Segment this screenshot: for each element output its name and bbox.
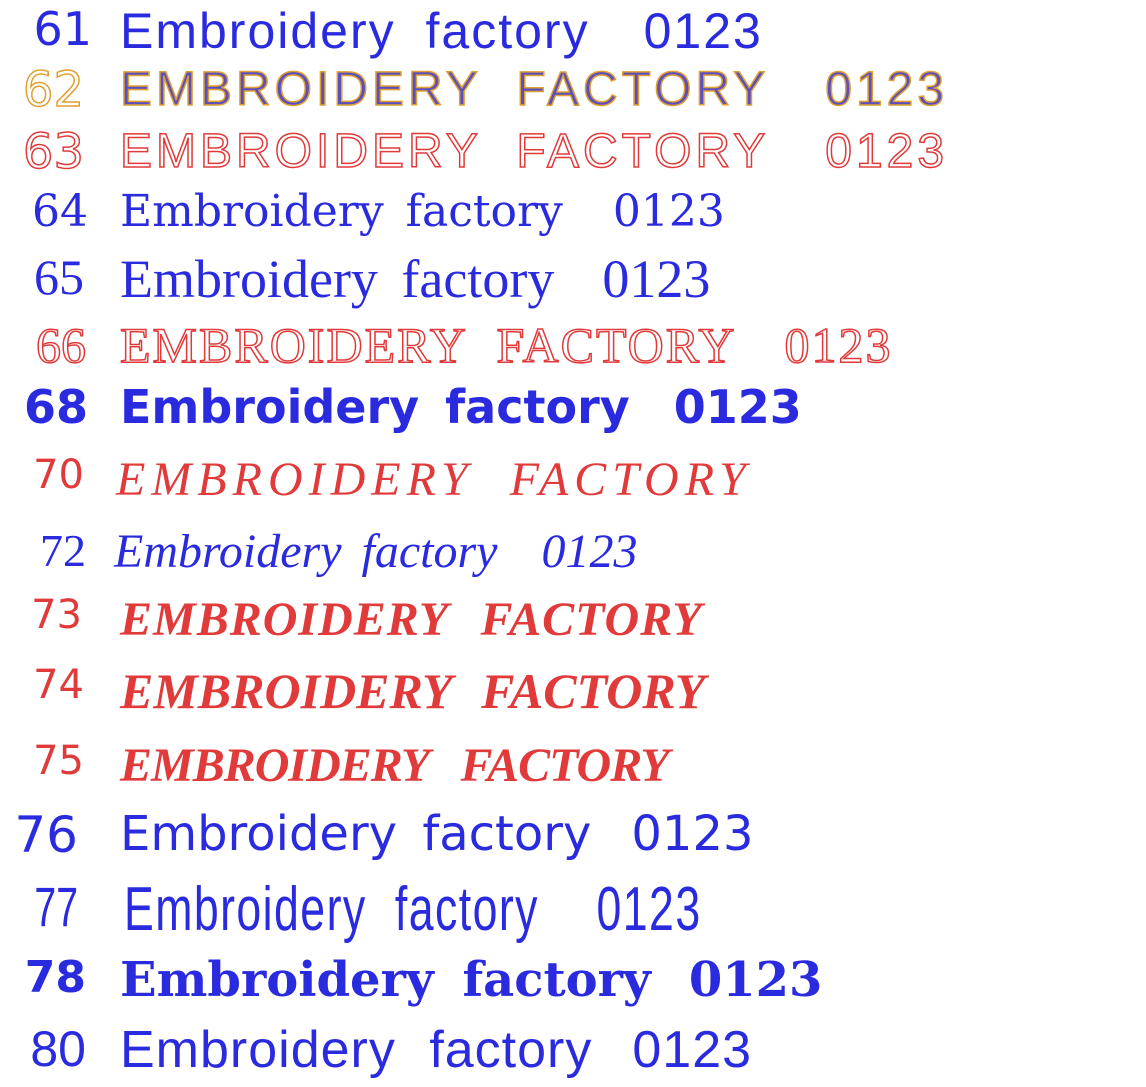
font-number: 64 (32, 186, 88, 237)
font-number: 73 (31, 592, 82, 638)
font-number: 70 (33, 452, 84, 498)
font-number: 66 (35, 316, 87, 374)
font-number: 72 (40, 525, 86, 576)
font-number: 78 (24, 952, 86, 1003)
font-number: 63 (22, 123, 85, 181)
font-number: 74 (33, 662, 84, 708)
font-number: 61 (33, 2, 92, 56)
font-sample-text: EMBROIDERY FACTORY (120, 663, 706, 719)
font-number: 65 (34, 249, 84, 305)
font-number: 76 (14, 806, 78, 864)
font-number: 62 (22, 61, 85, 119)
font-number: 80 (30, 1021, 86, 1077)
font-sample-text: EMBROIDERY FACTORY (120, 739, 670, 792)
font-sample-text: EMBROIDERY FACTORY (120, 593, 703, 646)
font-sample-text: EMBROIDERY FACTORY (116, 453, 752, 506)
font-number: 77 (34, 875, 78, 938)
font-number: 75 (33, 738, 84, 784)
font-number: 68 (23, 380, 88, 434)
